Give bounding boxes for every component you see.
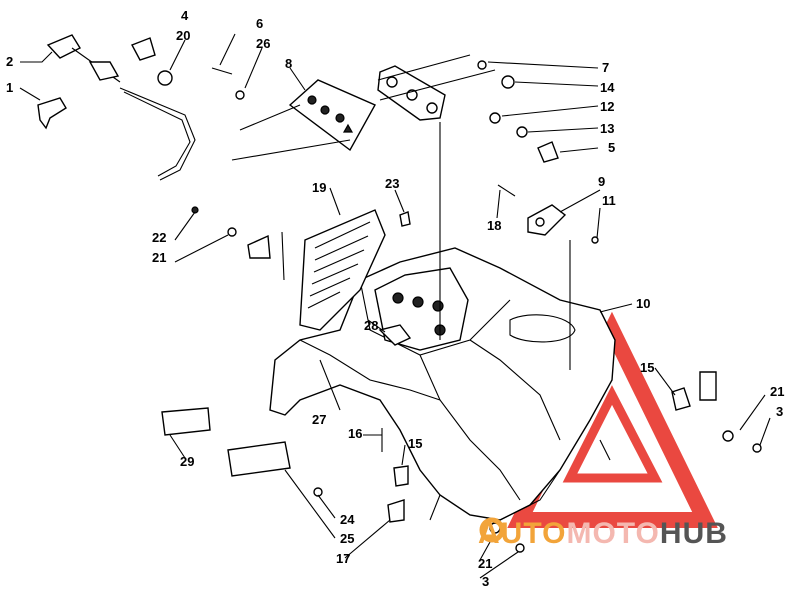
plate <box>377 65 446 121</box>
callout-10: 10 <box>636 296 650 311</box>
callout-28: 28 <box>364 318 378 333</box>
watermark-auto: AUTO <box>478 517 566 550</box>
grille <box>299 209 386 331</box>
panel-8 <box>288 79 376 152</box>
callout-15-bottom: 15 <box>408 436 422 451</box>
hardware-bottom <box>381 428 525 553</box>
hardware-right <box>599 371 762 461</box>
callout-11: 11 <box>602 193 616 208</box>
watermark-hub: HUB <box>660 517 728 550</box>
callout-26: 26 <box>256 36 270 51</box>
svg-text:AUTOMOTOHUB: AUTOMOTOHUB <box>478 517 728 550</box>
callout-29: 29 <box>180 454 194 469</box>
callout-3-right: 3 <box>776 404 783 419</box>
callout-18: 18 <box>487 218 501 233</box>
callout-22: 22 <box>152 230 166 245</box>
mount-9 <box>497 184 599 244</box>
callout-13: 13 <box>600 121 614 136</box>
switches <box>477 60 559 163</box>
callout-24: 24 <box>340 512 355 527</box>
callout-19: 19 <box>312 180 326 195</box>
lever <box>37 97 67 130</box>
pads <box>161 407 323 497</box>
callout-labels: 1 2 4 20 6 26 8 7 14 12 13 5 9 11 18 19 … <box>6 8 784 589</box>
callout-16: 16 <box>348 426 362 441</box>
watermark-logo: AUTOMOTOHUB <box>478 517 728 550</box>
callout-25: 25 <box>340 531 354 546</box>
callout-6: 6 <box>256 16 263 31</box>
callout-23: 23 <box>385 176 399 191</box>
throttle-cable <box>46 34 196 181</box>
callout-17: 17 <box>336 551 350 566</box>
bracket-4 <box>131 37 173 86</box>
small-hardware-left <box>191 206 411 281</box>
callout-2: 2 <box>6 54 13 69</box>
callout-21-right: 21 <box>770 384 784 399</box>
leader-lines <box>19 33 771 579</box>
callout-9: 9 <box>598 174 605 189</box>
callout-21-top: 21 <box>152 250 166 265</box>
callout-7: 7 <box>602 60 609 75</box>
callout-1: 1 <box>6 80 13 95</box>
watermark-moto: MOTO <box>566 517 659 550</box>
callout-20: 20 <box>176 28 190 43</box>
callout-4: 4 <box>181 8 189 23</box>
callout-21-bottom: 21 <box>478 556 492 571</box>
callout-27: 27 <box>312 412 326 427</box>
hood-body <box>269 247 616 521</box>
bolt-6 <box>211 67 245 100</box>
callout-12: 12 <box>600 99 614 114</box>
callout-5: 5 <box>608 140 615 155</box>
callout-15-right: 15 <box>640 360 654 375</box>
callout-3-bottom: 3 <box>482 574 489 589</box>
callout-8: 8 <box>285 56 292 71</box>
callout-14: 14 <box>600 80 615 95</box>
